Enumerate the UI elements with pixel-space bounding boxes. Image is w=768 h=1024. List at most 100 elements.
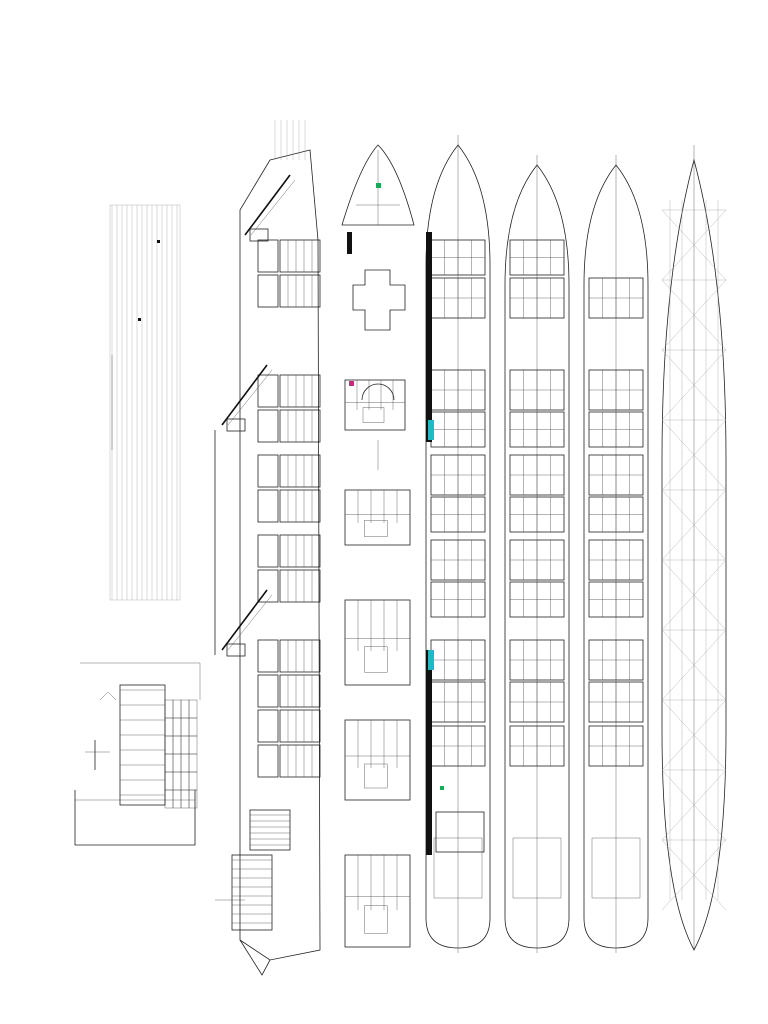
section-container-cell bbox=[188, 789, 198, 809]
stair-core bbox=[364, 520, 388, 537]
cargo-bay bbox=[279, 569, 321, 603]
section-detail bbox=[99, 691, 117, 701]
notes-table bbox=[109, 204, 181, 601]
notes-mark bbox=[157, 240, 160, 243]
section-container-cell bbox=[172, 699, 182, 719]
section-container-cell bbox=[172, 753, 182, 773]
section-container-cell bbox=[180, 771, 190, 791]
crane-jib bbox=[244, 174, 291, 236]
deck-level-plan bbox=[344, 489, 411, 546]
double-bottom-plan bbox=[661, 145, 727, 951]
cargo-bay bbox=[257, 239, 279, 273]
bracing-diagonal bbox=[661, 629, 727, 701]
hull-profile bbox=[239, 149, 321, 961]
notes-mark bbox=[138, 318, 141, 321]
crane-jib-chord bbox=[227, 369, 273, 426]
deck-level-plan bbox=[344, 599, 411, 686]
cargo-bay bbox=[257, 534, 279, 568]
cargo-bay bbox=[279, 454, 321, 488]
deck-level-plan bbox=[344, 854, 411, 948]
cargo-bay bbox=[257, 274, 279, 308]
deck-level-plan bbox=[344, 379, 406, 431]
cargo-bay bbox=[279, 639, 321, 673]
marker-cyan-1 bbox=[428, 420, 434, 440]
notes-frame bbox=[109, 204, 181, 601]
section-container-cell bbox=[164, 699, 174, 719]
bracing-diagonal bbox=[661, 489, 727, 561]
cargo-bay bbox=[279, 744, 321, 778]
stair-core bbox=[364, 646, 388, 673]
deck-level-plan bbox=[344, 719, 411, 801]
bracing-diagonal bbox=[661, 419, 727, 491]
bracing-diagonal bbox=[661, 279, 727, 351]
machinery-casing bbox=[435, 811, 485, 853]
crane-pedestal bbox=[249, 228, 269, 242]
marker-cyan-2 bbox=[428, 650, 434, 670]
stair-core bbox=[364, 905, 388, 934]
section-container-cell bbox=[172, 771, 182, 791]
forecastle-store bbox=[347, 232, 352, 254]
section-container-cell bbox=[172, 735, 182, 755]
stern-shape bbox=[239, 939, 271, 976]
section-container-cell bbox=[188, 771, 198, 791]
crane-rail-aft bbox=[426, 650, 432, 855]
crane-pedestal bbox=[226, 418, 246, 432]
crane-jib-chord bbox=[227, 594, 273, 651]
crane-pedestal bbox=[226, 643, 246, 657]
deck-plan-cross bbox=[352, 269, 406, 331]
bracing-diagonal bbox=[661, 209, 727, 281]
upper-deck-plan bbox=[425, 135, 491, 953]
cargo-bay bbox=[279, 409, 321, 443]
section-container-cell bbox=[164, 735, 174, 755]
section-container-cell bbox=[188, 753, 198, 773]
section-container-cell bbox=[188, 699, 198, 719]
cargo-bay bbox=[279, 239, 321, 273]
section-container-cell bbox=[164, 753, 174, 773]
bridge-curve bbox=[361, 383, 395, 401]
crane-jib bbox=[221, 589, 268, 651]
main-deck-plan bbox=[504, 155, 570, 953]
engine-room bbox=[433, 837, 483, 899]
section-container-cell bbox=[188, 717, 198, 737]
section-container-cell bbox=[180, 717, 190, 737]
bracing-diagonal bbox=[661, 349, 727, 421]
profile-view bbox=[214, 120, 321, 976]
section-hold bbox=[119, 684, 166, 806]
crane-jib bbox=[221, 364, 268, 426]
section-container-cell bbox=[164, 771, 174, 791]
engine-room bbox=[512, 837, 562, 899]
engine-room bbox=[591, 837, 641, 899]
bracing-diagonal bbox=[661, 769, 727, 841]
accommodation-decks bbox=[341, 144, 415, 948]
section-container-cell bbox=[172, 717, 182, 737]
tank-top-plan bbox=[583, 155, 649, 953]
cargo-bay bbox=[257, 674, 279, 708]
marker-green-stern bbox=[440, 786, 444, 790]
crane-jib-chord bbox=[250, 179, 296, 236]
cargo-bay bbox=[257, 409, 279, 443]
stair-core bbox=[364, 763, 388, 789]
cargo-bay bbox=[279, 489, 321, 523]
section-container-cell bbox=[180, 735, 190, 755]
cargo-bay bbox=[257, 489, 279, 523]
cargo-bay bbox=[257, 454, 279, 488]
cargo-bay bbox=[279, 374, 321, 408]
accommodation-block bbox=[231, 854, 273, 931]
section-container-cell bbox=[164, 717, 174, 737]
section-container-cell bbox=[180, 753, 190, 773]
bracing-diagonal bbox=[661, 839, 727, 911]
section-top bbox=[80, 662, 201, 700]
stair-core bbox=[362, 407, 385, 423]
cargo-bay bbox=[279, 709, 321, 743]
cargo-bay bbox=[279, 274, 321, 308]
bracing-diagonal bbox=[661, 559, 727, 631]
section-outline bbox=[74, 790, 196, 846]
marker-green-bow bbox=[376, 183, 381, 188]
section-container-cell bbox=[172, 789, 182, 809]
midship-section bbox=[74, 662, 201, 846]
bracing-diagonal bbox=[661, 699, 727, 771]
cargo-bay bbox=[279, 534, 321, 568]
cargo-bay bbox=[279, 674, 321, 708]
section-container-cell bbox=[188, 735, 198, 755]
